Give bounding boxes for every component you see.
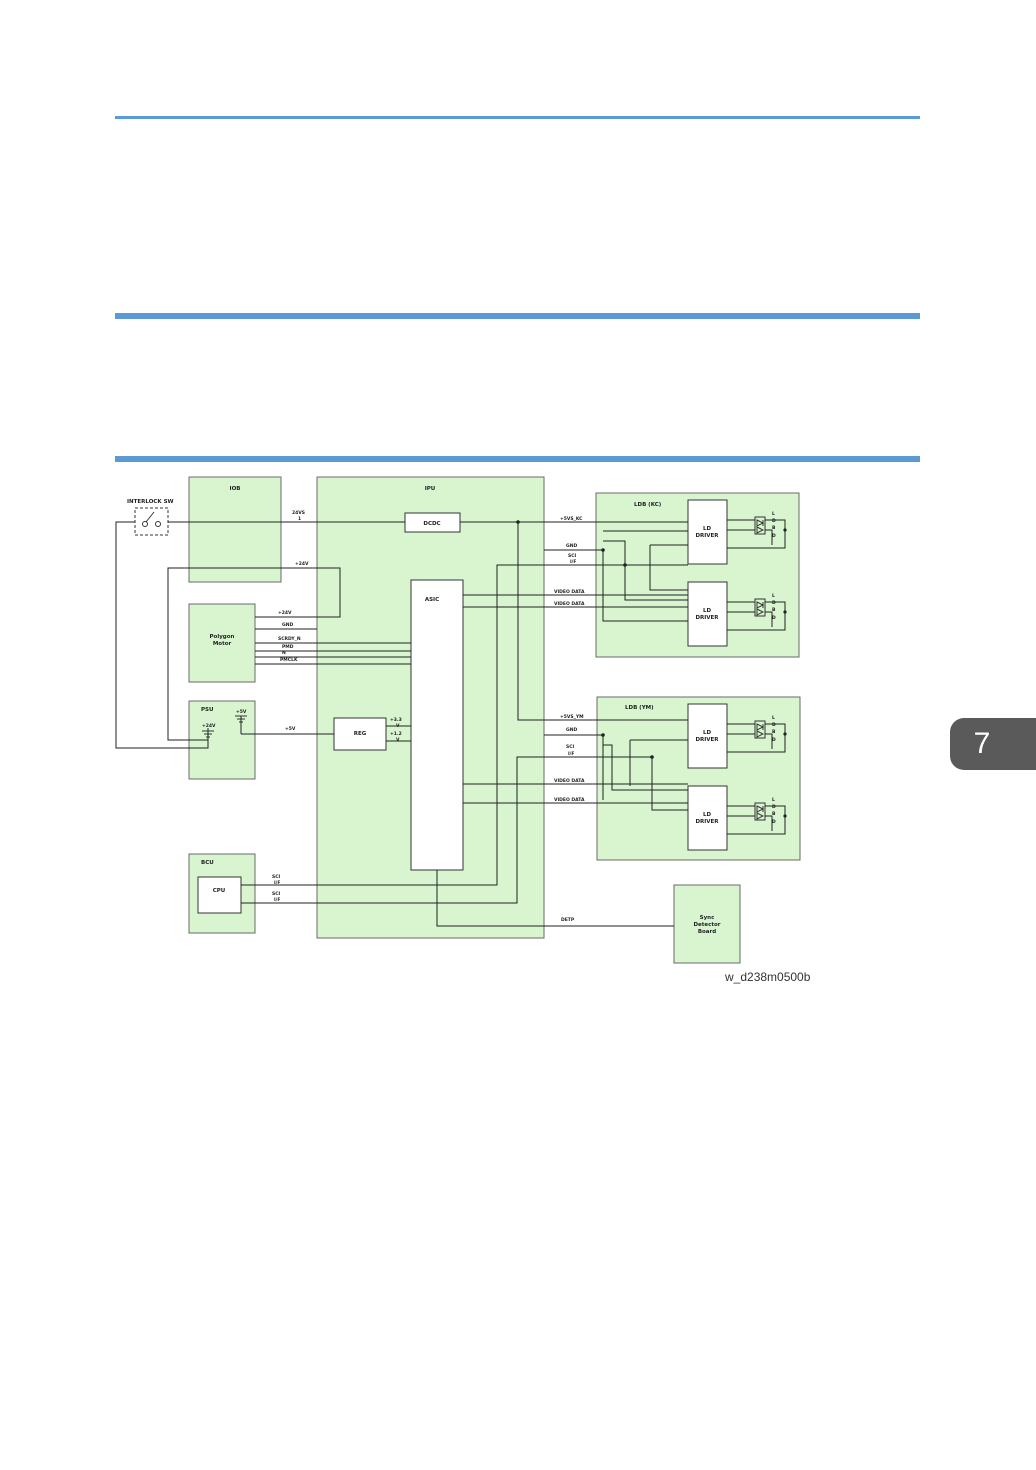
ld-driver-label: LD: [703, 812, 712, 818]
interlock-label: INTERLOCK SW: [127, 499, 174, 505]
signal-24v-psu: +24V: [202, 723, 216, 729]
sync-label-2: Detector: [693, 922, 720, 928]
section-rule-middle: [115, 313, 920, 319]
reg-label: REG: [354, 731, 367, 737]
ld-driver-ym-2: [687, 785, 728, 851]
ld-letter: D: [772, 737, 776, 743]
signal-12v: V: [396, 737, 400, 743]
ld-letter: D: [772, 615, 776, 621]
wiring: [115, 519, 786, 927]
ld-driver-kc-2: [687, 581, 728, 647]
signal-5vs-ym: +5VS_YM: [560, 714, 584, 720]
signal-24v-polygon: +24V: [278, 610, 292, 616]
signal-pmclk: PMCLK: [280, 657, 298, 663]
cpu-block: [197, 876, 242, 914]
signal-12v: +1.2: [390, 731, 402, 737]
interlock-switch: [134, 507, 169, 536]
ld-letter: D: [772, 533, 776, 539]
ld-letter: B: [772, 607, 776, 613]
ld-driver-kc-1: [687, 499, 728, 565]
signal-if-bcu-1: I/F: [274, 880, 280, 886]
ld-letter: D: [772, 518, 776, 524]
junction-dots: [516, 520, 787, 818]
ld-driver-label: LD: [703, 608, 712, 614]
ld-driver-label: DRIVER: [695, 615, 719, 621]
asic-block: [410, 579, 464, 871]
signal-sci-kc: SCI: [568, 553, 577, 559]
psu-label: PSU: [201, 707, 213, 713]
polygon-label-1: Polygon: [210, 634, 235, 640]
signal-24v: +24V: [295, 561, 309, 567]
signal-detp: DETP: [561, 917, 575, 923]
signal-24vs: 1: [298, 516, 301, 522]
ld-letter: L: [772, 511, 775, 517]
signal-5vs-kc: +5VS_KC: [560, 516, 583, 522]
signal-33v: +3.3: [390, 717, 402, 723]
dcdc-label: DCDC: [423, 521, 440, 527]
ld-letter: B: [772, 811, 776, 817]
header-rule-top: [115, 116, 920, 119]
signal-gnd-kc: GND: [566, 543, 577, 549]
ld-driver-label: LD: [703, 730, 712, 736]
signal-if-bcu-2: I/F: [274, 897, 280, 903]
ld-letter: B: [772, 729, 776, 735]
signal-sci-bcu-2: SCI: [272, 891, 281, 897]
ld-driver-label: DRIVER: [695, 819, 719, 825]
interlock-switch-symbol: [142, 511, 161, 527]
ld-driver-label: DRIVER: [695, 737, 719, 743]
ld-letter: L: [772, 797, 775, 803]
ld-driver-label: DRIVER: [695, 533, 719, 539]
sync-label-1: Sync: [700, 915, 715, 921]
iob-block: [188, 476, 282, 583]
signal-video-kc-1: VIDEO DATA: [554, 589, 585, 595]
polygon-motor-block: [188, 603, 256, 683]
ld-letter: D: [772, 722, 776, 728]
sync-detector-block: [673, 884, 741, 964]
ipu-label: IPU: [425, 486, 436, 492]
chapter-tab[interactable]: 7: [950, 718, 1036, 770]
signal-video-ym-2: VIDEO DATA: [554, 797, 585, 803]
reg-block: [333, 717, 387, 751]
bcu-label: BCU: [201, 860, 214, 866]
signal-33v: V: [396, 723, 400, 729]
signal-sci-bcu-1: SCI: [272, 874, 281, 880]
signal-5v: +5V: [285, 726, 296, 732]
ld-letter: D: [772, 804, 776, 810]
signal-gnd-ym: GND: [566, 727, 577, 733]
signal-sci-ym: SCI: [566, 744, 575, 750]
signal-video-ym-1: VIDEO DATA: [554, 778, 585, 784]
signal-pmd: PMD: [282, 644, 294, 650]
signal-gnd: GND: [282, 622, 293, 628]
signal-pmd: N: [282, 650, 286, 656]
section-rule-bottom: [115, 456, 920, 462]
asic-label: ASIC: [425, 597, 439, 603]
ld-letter: L: [772, 715, 775, 721]
signal-if-ym: I/F: [568, 751, 574, 757]
ld-driver-ym-1: [687, 703, 728, 769]
ld-letter: B: [772, 525, 776, 531]
signal-if-kc: I/F: [570, 559, 576, 565]
signal-scrdy: SCRDY_N: [278, 636, 301, 642]
chapter-number: 7: [973, 727, 991, 760]
ld-letter: L: [772, 593, 775, 599]
sync-label-3: Board: [698, 929, 716, 935]
signal-video-kc-2: VIDEO DATA: [554, 601, 585, 607]
ld-letter: D: [772, 819, 776, 825]
iob-label: IOB: [230, 486, 241, 492]
figure-caption: w_d238m0500b: [724, 970, 811, 984]
ldb-ym-label: LDB (YM): [625, 705, 654, 711]
signal-24vs: 24VS: [292, 510, 305, 516]
polygon-label-2: Motor: [213, 641, 232, 647]
laser-diode-symbols: [754, 516, 766, 821]
ld-letter: D: [772, 600, 776, 606]
signal-5v-psu: +5V: [236, 709, 247, 715]
ldb-kc-label: LDB (KC): [634, 502, 662, 508]
cpu-label: CPU: [213, 888, 226, 894]
ld-driver-label: LD: [703, 526, 712, 532]
